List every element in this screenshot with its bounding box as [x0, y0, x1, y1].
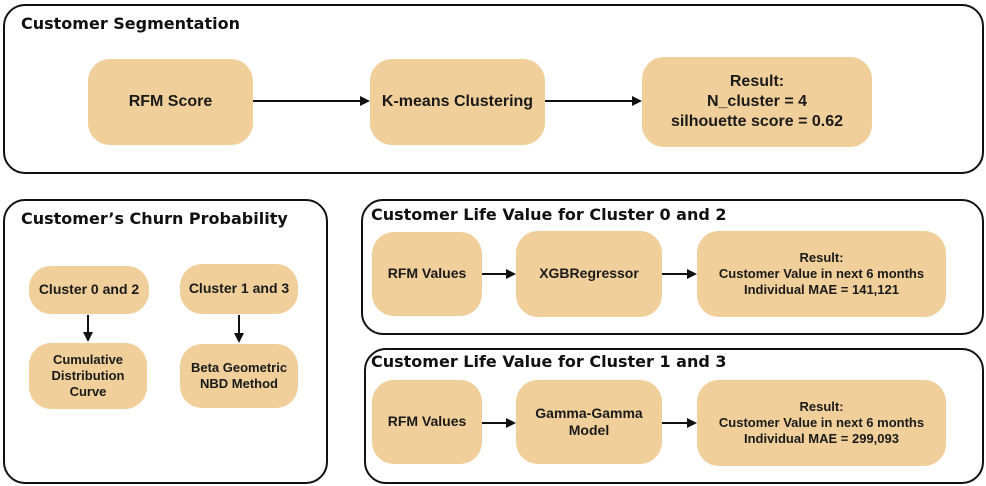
- clv-b-rfm-values-node: RFM Values: [372, 380, 482, 464]
- curve-line: Curve: [69, 384, 107, 400]
- clv-a-result-mae: Individual MAE = 141,121: [744, 282, 899, 298]
- rfm-score-label: RFM Score: [128, 93, 213, 110]
- xgbregressor-node: XGBRegressor: [516, 231, 662, 317]
- clv-a-result-heading: Result:: [799, 249, 844, 265]
- clv-b-result-value: Customer Value in next 6 months: [718, 414, 925, 430]
- clv-a-rfm-values-label: RFM Values: [387, 265, 467, 282]
- clv-b-result-heading: Result:: [799, 398, 844, 414]
- clv-a-title: Customer Life Value for Cluster 0 and 2: [371, 205, 727, 224]
- cluster-1-3-label: Cluster 1 and 3: [188, 280, 290, 297]
- segmentation-result-heading: Result:: [729, 73, 785, 90]
- beta-geometric-node: Beta Geometric NBD Method: [180, 344, 298, 408]
- churn-probability-panel: Customer’s Churn Probability: [3, 199, 328, 484]
- beta-geometric-line: Beta Geometric: [190, 359, 288, 375]
- clv-a-rfm-values-node: RFM Values: [372, 232, 482, 316]
- model-line: Model: [568, 422, 610, 438]
- cluster-1-3-node: Cluster 1 and 3: [180, 264, 298, 314]
- xgbregressor-label: XGBRegressor: [539, 265, 639, 282]
- distribution-line: Distribution: [51, 367, 125, 383]
- cluster-0-2-node: Cluster 0 and 2: [29, 266, 149, 314]
- kmeans-label: K-means Clustering: [381, 93, 534, 110]
- clv-b-result-node: Result: Customer Value in next 6 months …: [697, 380, 946, 466]
- clv-b-title: Customer Life Value for Cluster 1 and 3: [371, 352, 727, 371]
- segmentation-result-node: Result: N_cluster = 4 silhouette score =…: [642, 57, 872, 147]
- gamma-gamma-node: Gamma-Gamma Model: [516, 380, 662, 464]
- cumulative-distribution-node: Cumulative Distribution Curve: [29, 343, 147, 409]
- segmentation-title: Customer Segmentation: [21, 14, 240, 33]
- cumulative-line: Cumulative: [52, 351, 124, 367]
- clv-b-result-mae: Individual MAE = 299,093: [744, 431, 899, 447]
- gamma-gamma-line: Gamma-Gamma: [535, 404, 643, 421]
- cluster-0-2-label: Cluster 0 and 2: [38, 281, 140, 298]
- segmentation-cluster-count: N_cluster = 4: [706, 93, 808, 110]
- churn-title: Customer’s Churn Probability: [21, 209, 288, 228]
- segmentation-silhouette: silhouette score = 0.62: [670, 113, 844, 130]
- clv-b-rfm-values-label: RFM Values: [387, 413, 467, 430]
- clv-a-result-node: Result: Customer Value in next 6 months …: [697, 231, 946, 317]
- kmeans-node: K-means Clustering: [370, 59, 545, 145]
- nbd-method-line: NBD Method: [200, 376, 278, 391]
- rfm-score-node: RFM Score: [88, 59, 253, 145]
- clv-a-result-value: Customer Value in next 6 months: [718, 265, 925, 281]
